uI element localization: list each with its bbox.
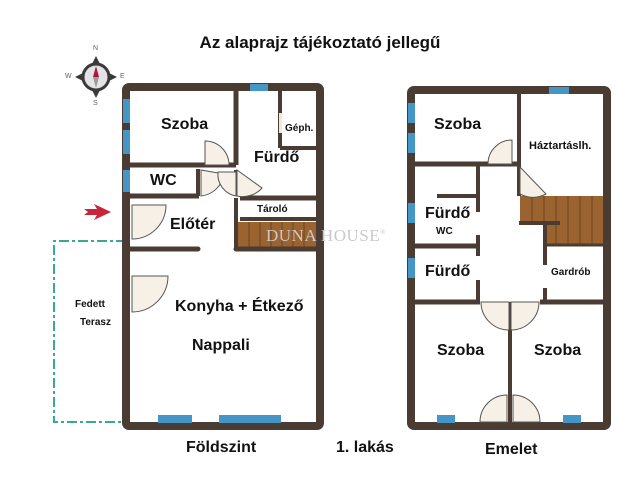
compass-icon [75,56,117,98]
compass-west-label: W [65,73,72,80]
compass-south-label: S [93,100,98,107]
upper-room-label-haztartasi: Háztartáslh. [529,140,592,152]
plan-title: Az alaprajz tájékoztató jellegű [199,33,441,52]
arrow-right-icon [84,204,111,220]
room-label-konyha-etkezo: Konyha + Étkező [175,298,304,315]
ground-floor-label: Földszint [186,439,257,456]
room-label-geph: Géph. [285,123,314,134]
upper-room-label-gardrob: Gardrób [551,267,591,278]
terrace-label-line2: Terasz [80,317,111,328]
upper-room-label-szoba-left: Szoba [437,342,485,359]
room-label-furdo: Fürdő [254,149,300,166]
compass-north-label: N [93,45,99,52]
room-label-nappali: Nappali [192,337,250,354]
room-label-tarolo: Tároló [257,204,288,215]
room-label-szoba: Szoba [161,116,209,133]
terrace-label-line1: Fedett [75,299,105,310]
watermark-mark: ® [380,228,386,237]
upper-room-label-furdo: Fürdő [425,263,471,280]
upper-floor-label: Emelet [485,441,538,458]
upper-room-label-szoba: Szoba [434,116,482,133]
upper-room-label-szoba-right: Szoba [534,342,582,359]
room-label-wc: WC [150,172,177,189]
room-label-eloter: Előtér [170,216,216,233]
watermark-text: DUNA HOUSE [266,226,381,245]
upper-room-label-wc: WC [436,226,453,237]
upper-room-label-furdo-wc: Fürdő [425,205,471,222]
watermark: DUNA HOUSE® [266,226,386,246]
compass-east-label: E [120,73,125,80]
apartment-label: 1. lakás [336,439,394,456]
